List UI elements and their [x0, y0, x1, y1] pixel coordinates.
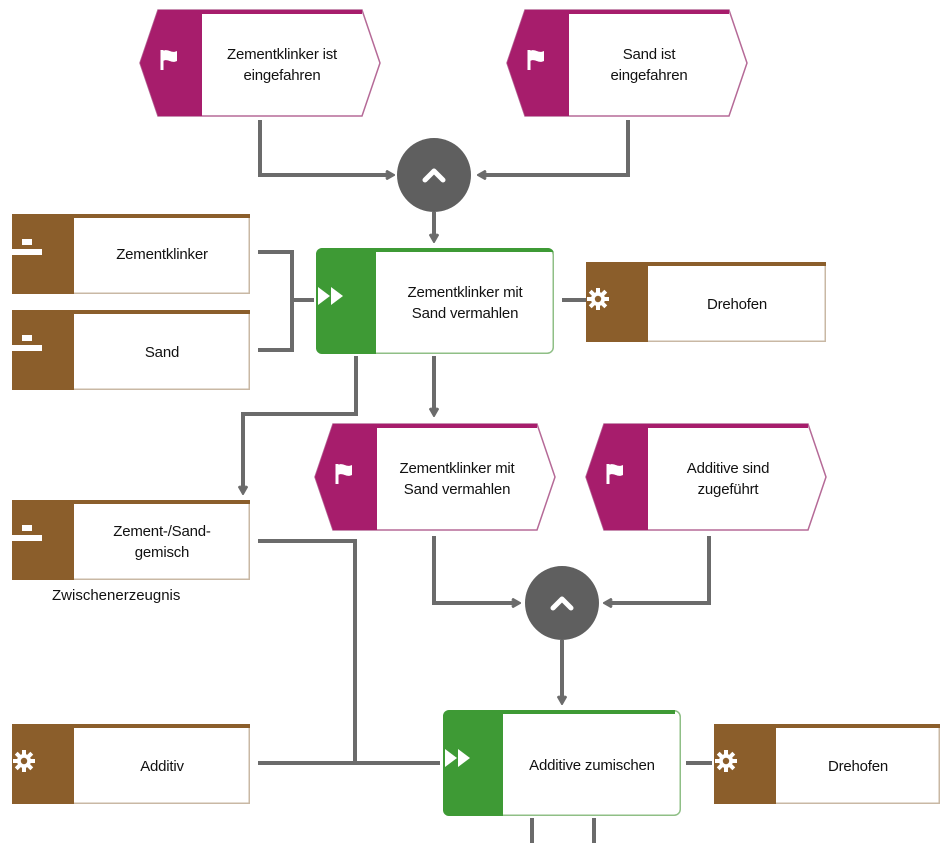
resource-label: Drehofen [706, 295, 768, 313]
material-sand[interactable]: Sand [12, 310, 250, 390]
material-caption: Zwischenerzeugnis [52, 587, 181, 604]
event-label: Zementklinker mit Sand vermahlen [399, 460, 515, 498]
connector-e2-op1 [480, 120, 630, 175]
connector-m3-f2 [258, 539, 357, 763]
function-additive-zumischen[interactable]: Additive zumischen [443, 710, 681, 816]
function-shape [316, 248, 554, 354]
material-label: Zementklinker [116, 245, 208, 263]
flag-icon [525, 48, 569, 78]
event-shape [506, 9, 748, 117]
material-zement-sand-gemisch[interactable]: Zement-/Sand- gemisch [12, 500, 250, 580]
flag-icon [333, 462, 377, 492]
connector-e4-op2 [606, 536, 711, 603]
resource-shape [586, 262, 826, 342]
chevron-up-icon [550, 596, 574, 611]
and-operator[interactable] [397, 138, 471, 212]
flag-icon [604, 462, 648, 492]
event-shape [585, 423, 827, 531]
event-additive-zugefuehrt[interactable]: Additive sind zugeführt [585, 423, 827, 531]
connector-m1-f1 [258, 250, 294, 352]
event-shape [314, 423, 556, 531]
event-zementklinker-vermahlen[interactable]: Zementklinker mit Sand vermahlen [314, 423, 556, 531]
material-shape [12, 724, 250, 804]
material-zementklinker[interactable]: Zementklinker [12, 214, 250, 294]
gear-icon [586, 287, 648, 317]
resource-shape [714, 724, 940, 804]
event-zementklinker-eingefahren[interactable]: Zementklinker ist eingefahren [139, 9, 381, 117]
function-label: Zementklinker mit Sand vermahlen [407, 284, 523, 322]
chevron-up-icon [422, 168, 446, 183]
and-operator[interactable] [525, 566, 599, 640]
function-zementklinker-vermahlen[interactable]: Zementklinker mit Sand vermahlen [316, 248, 554, 354]
fast-forward-icon [316, 286, 376, 316]
event-shape [139, 9, 381, 117]
connector-e3-op2 [432, 536, 518, 603]
event-label: Zementklinker ist eingefahren [227, 46, 337, 84]
event-label: Sand ist eingefahren [610, 46, 688, 84]
material-additiv[interactable]: Additiv [12, 724, 250, 804]
material-label: Zement-/Sand- gemisch [113, 523, 211, 561]
gear-icon [714, 749, 776, 779]
event-label: Additive sind zugeführt [686, 460, 770, 498]
product-icon [12, 335, 74, 365]
function-shape [443, 710, 681, 816]
connector-e1-op1 [258, 120, 392, 175]
product-icon [12, 525, 74, 555]
gear-icon [12, 749, 74, 779]
flag-icon [158, 48, 202, 78]
resource-drehofen[interactable]: Drehofen [586, 262, 826, 342]
product-icon [12, 239, 74, 269]
material-label: Sand [144, 343, 180, 361]
material-shape [12, 500, 250, 580]
event-sand-eingefahren[interactable]: Sand ist eingefahren [506, 9, 748, 117]
resource-label: Drehofen [827, 757, 889, 775]
function-label: Additive zumischen [529, 756, 655, 774]
resource-drehofen[interactable]: Drehofen [714, 724, 940, 804]
connector-f1-m3 [243, 356, 358, 492]
fast-forward-icon [443, 748, 503, 778]
material-label: Additiv [140, 757, 184, 775]
